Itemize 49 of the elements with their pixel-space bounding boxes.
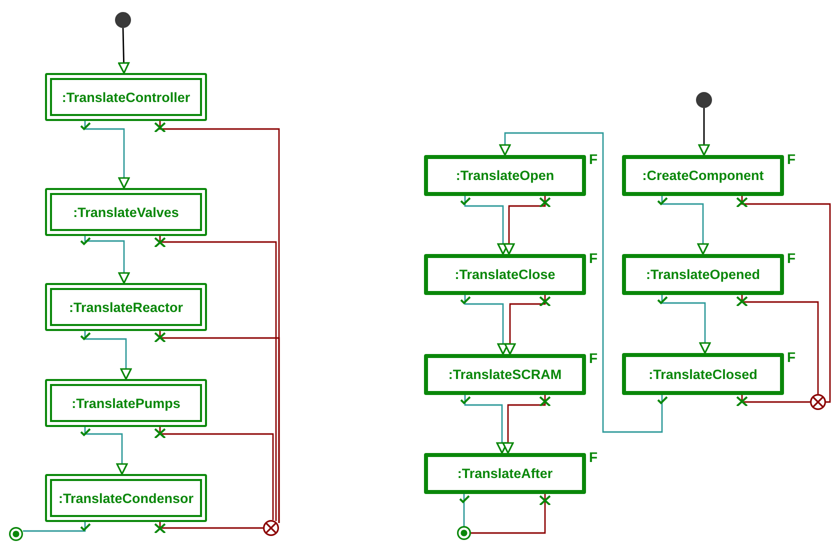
arrow <box>80 427 128 475</box>
arrow <box>80 331 132 380</box>
activity-name: :CreateComponent <box>642 168 764 183</box>
arrow <box>80 236 130 284</box>
arrow <box>657 295 711 354</box>
arrow <box>503 196 551 255</box>
arrow <box>502 395 551 454</box>
flag-letter: F <box>589 250 598 266</box>
arrow <box>460 196 509 255</box>
activity-name: :TranslateSCRAM <box>448 367 562 382</box>
connector <box>736 395 810 407</box>
arrow <box>460 395 508 454</box>
activity-name: :TranslateReactor <box>68 300 184 314</box>
activity-box <box>45 283 207 331</box>
connector <box>471 494 551 534</box>
connector <box>154 427 274 520</box>
activity-box <box>45 379 207 427</box>
arrow <box>504 295 551 355</box>
connector <box>459 494 470 526</box>
arrow <box>80 121 130 189</box>
activity-box <box>45 474 207 522</box>
flag-letter: F <box>787 349 796 365</box>
activity-name: :TranslateController <box>62 90 190 104</box>
activity-name: :TranslatePumps <box>72 396 180 410</box>
arrow <box>118 28 130 74</box>
flag-letter: F <box>589 151 598 167</box>
activity-name: :TranslateClose <box>454 267 556 282</box>
connector <box>23 522 91 532</box>
activity-name: :TranslateOpen <box>456 168 554 183</box>
activity-name: :TranslateValves <box>73 204 179 220</box>
arrow <box>460 295 509 355</box>
connector <box>736 295 819 394</box>
flag-letter: F <box>787 151 796 167</box>
activity-name: :TranslateOpened <box>646 267 760 282</box>
arrow <box>499 132 668 433</box>
connector <box>154 236 277 521</box>
activity-name: :TranslateAfter <box>457 466 553 481</box>
activity-box <box>45 188 207 236</box>
activity-name: :TranslateCondensor <box>58 490 194 506</box>
connector <box>154 522 263 534</box>
flag-letter: F <box>589 350 598 366</box>
flag-letter: F <box>589 449 598 465</box>
arrow <box>657 196 709 255</box>
flag-letter: F <box>787 250 796 266</box>
activity-name: :TranslateClosed <box>648 366 758 382</box>
connector <box>154 331 280 523</box>
activity-box <box>45 73 207 121</box>
connector <box>736 196 831 403</box>
arrow <box>698 108 710 156</box>
